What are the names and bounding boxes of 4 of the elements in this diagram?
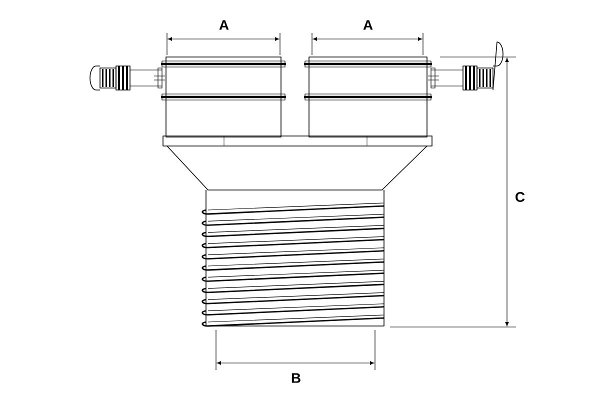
dimension-label: A: [219, 20, 229, 30]
dimension-label: C: [516, 192, 525, 202]
dimension-label: B: [292, 373, 300, 383]
dimension-label: A: [363, 20, 373, 30]
